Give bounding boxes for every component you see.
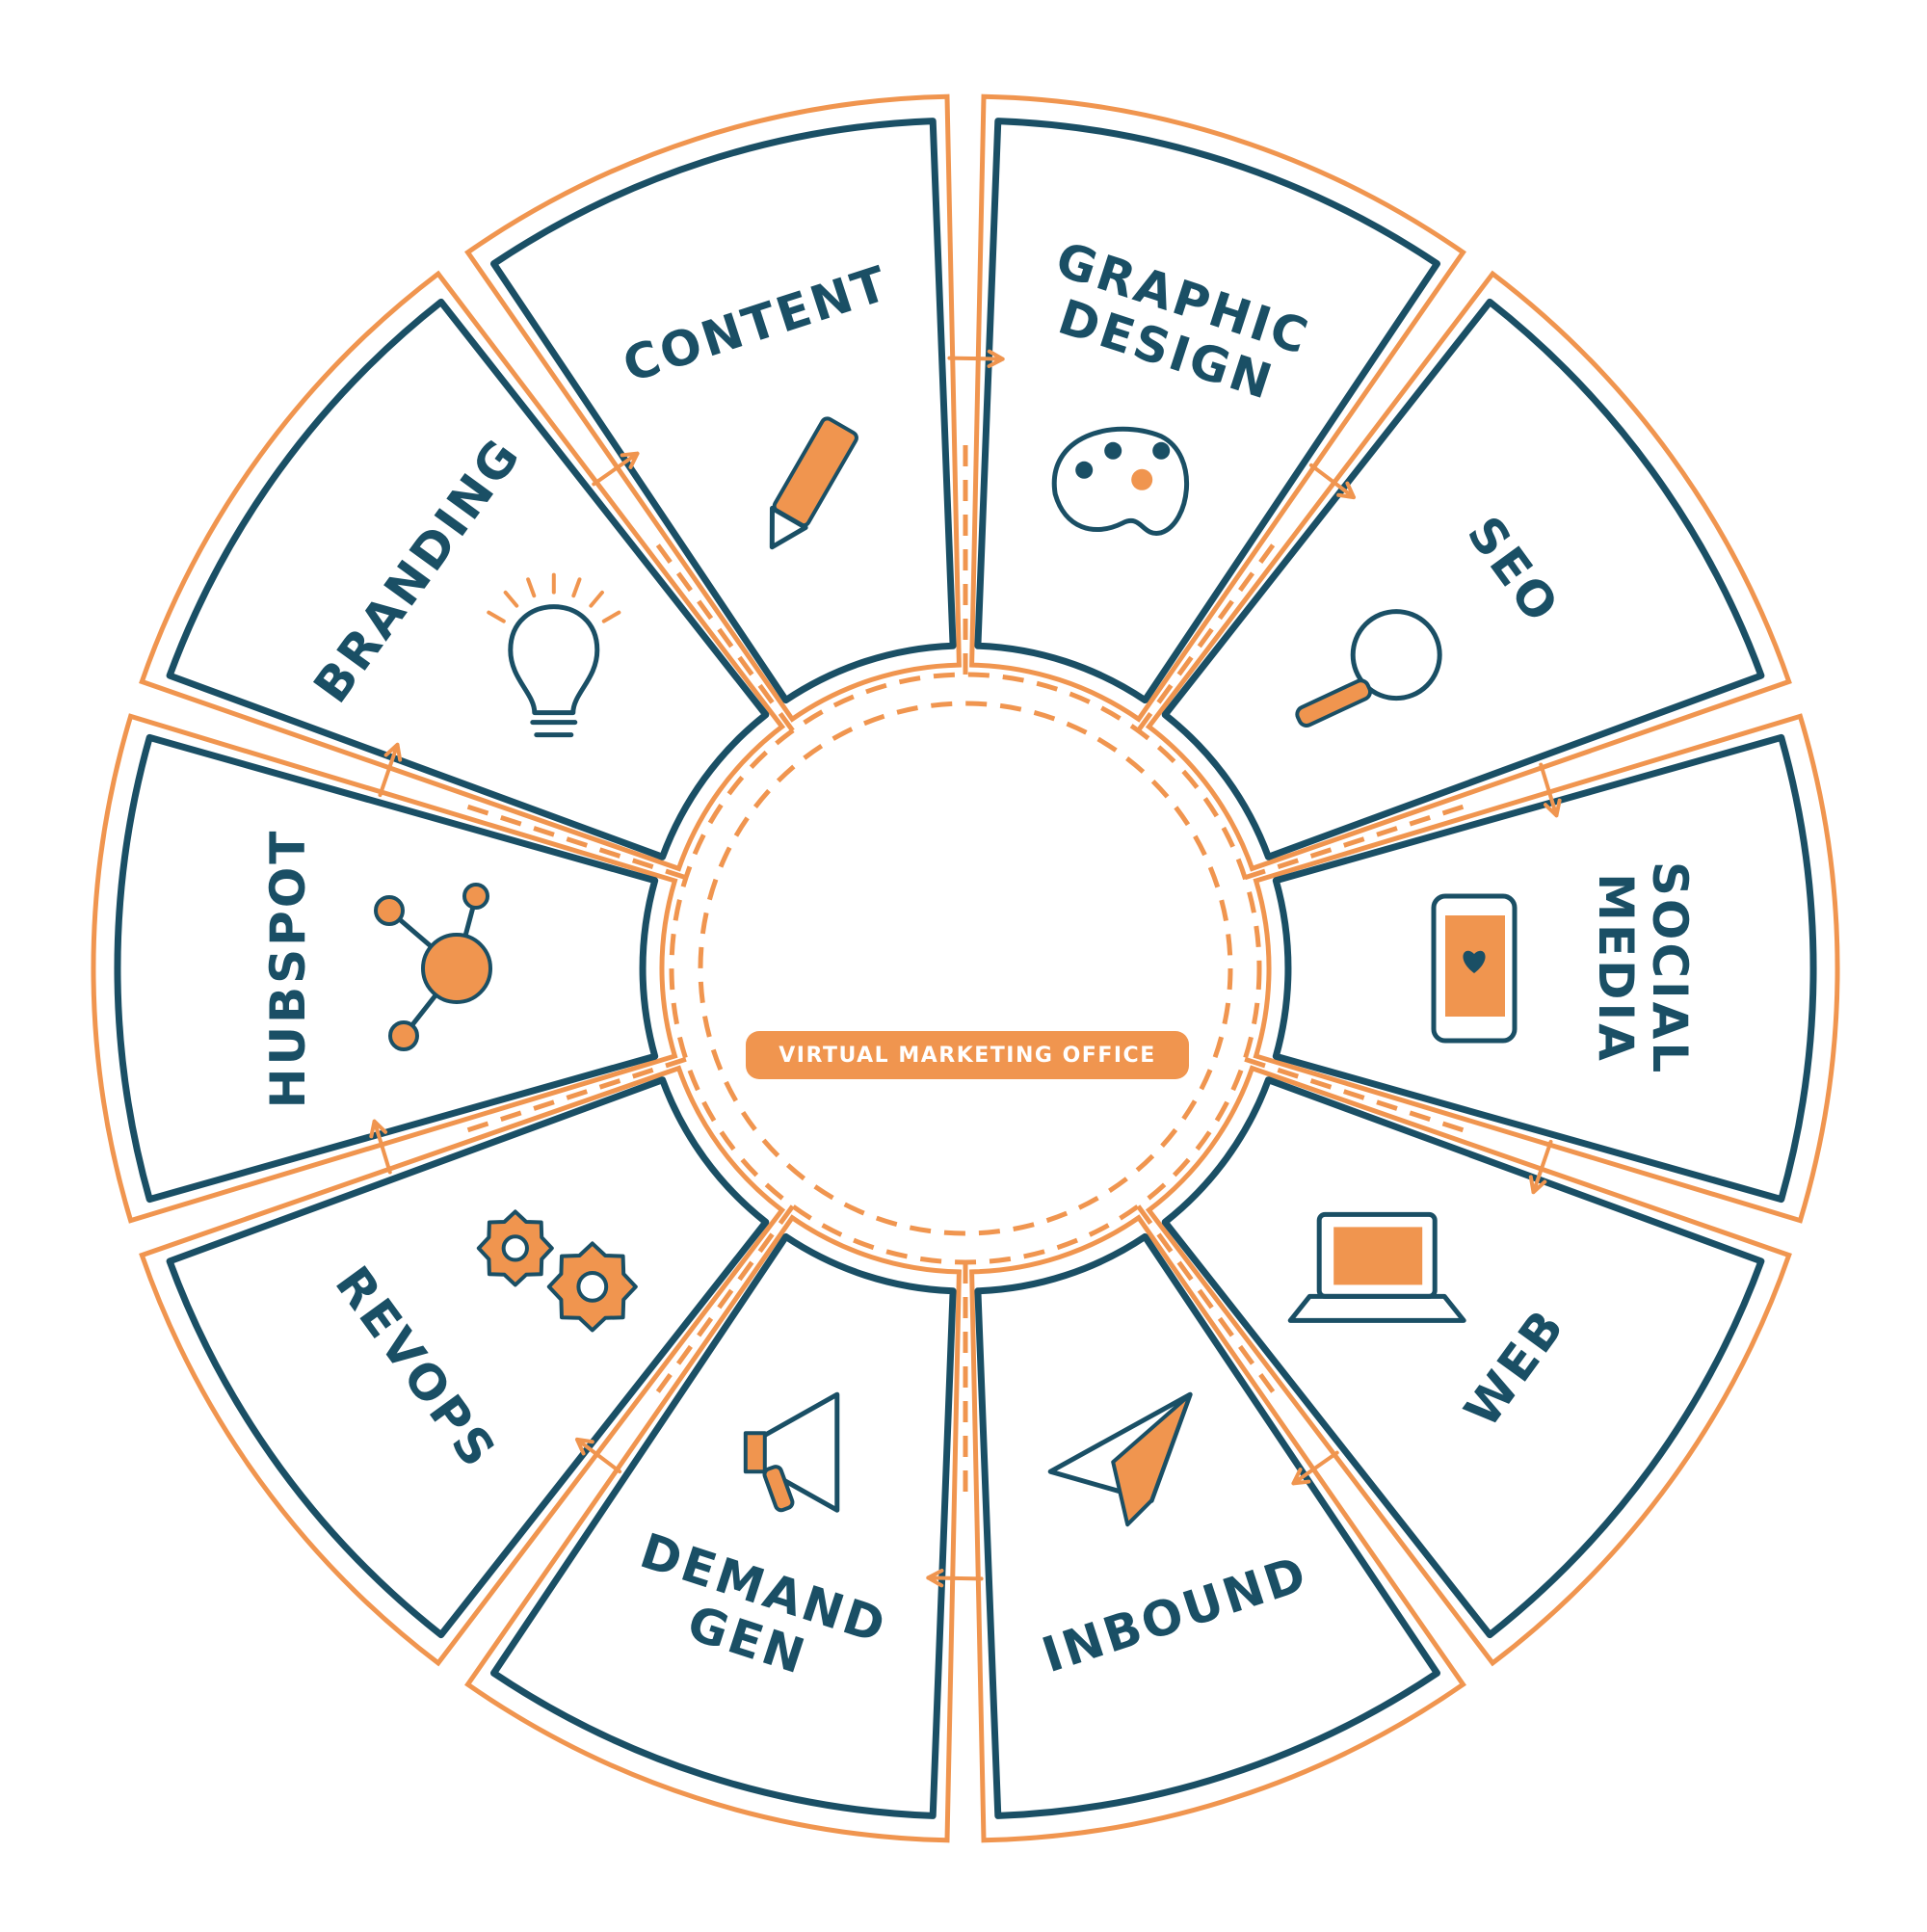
flow-arrow-inbound — [926, 1568, 984, 1588]
segment-outline-content — [464, 93, 962, 723]
flow-arrows — [369, 349, 1562, 1588]
segment-outline-inbound — [969, 1214, 1466, 1843]
ring-road-outer — [669, 672, 1262, 1265]
segment-panel-graphic-design — [974, 118, 1440, 704]
ring-road-inner — [698, 701, 1233, 1236]
hubspot-network-icon — [374, 883, 492, 1051]
flow-arrow-demand-gen — [574, 1437, 622, 1474]
spoke-road-social-media — [1244, 804, 1466, 881]
segment-icons — [374, 416, 1518, 1527]
spoke-road-hubspot — [464, 1056, 687, 1133]
segment-label-line: SOCIAL — [1642, 861, 1698, 1075]
segment-outline-hubspot — [91, 713, 678, 1224]
segment-panel-content — [490, 118, 957, 704]
spoke-road-inbound — [1136, 1204, 1277, 1395]
spoke-road-web — [1244, 1056, 1466, 1133]
center-badge-virtual-marketing-office: VIRTUAL MARKETING OFFICE — [746, 1031, 1189, 1079]
flow-arrow-seo — [1539, 762, 1562, 818]
segment-panel-demand-gen — [490, 1232, 957, 1819]
segment-label-hubspot: HUBSPOT — [260, 829, 316, 1109]
segment-outline-web — [1145, 1065, 1792, 1667]
palette-icon — [1051, 426, 1190, 536]
flow-arrow-web — [1291, 1450, 1339, 1486]
flow-arrow-branding — [592, 451, 640, 487]
laptop-icon — [1287, 1211, 1466, 1323]
segment-label-line: MEDIA — [1588, 873, 1644, 1064]
lightbulb-icon — [487, 572, 621, 738]
segment-panel-revops — [166, 1076, 770, 1639]
segment-label-line: HUBSPOT — [260, 829, 316, 1109]
segment-outline-social-media — [1253, 713, 1840, 1224]
paper-plane-icon — [1047, 1391, 1193, 1527]
spoke-road-branding — [464, 804, 687, 881]
flow-arrow-content — [947, 349, 1005, 369]
flow-arrow-revops — [369, 1119, 392, 1175]
flow-arrow-social-media — [1528, 1139, 1553, 1195]
flow-arrow-graphic-design — [1308, 463, 1357, 500]
segment-outline-seo — [1145, 270, 1792, 872]
segment-panel-inbound — [974, 1232, 1440, 1819]
spoke-road-seo — [1136, 542, 1277, 732]
spoke-road-revops — [654, 1204, 795, 1395]
segment-outline-branding — [139, 270, 786, 872]
megaphone-icon — [743, 1391, 840, 1513]
dashed-roads — [464, 442, 1466, 1495]
segment-panel-web — [1161, 1076, 1765, 1639]
spoke-road-content — [654, 542, 795, 732]
segment-panel-branding — [166, 298, 770, 860]
segment-outline-graphic-design — [969, 93, 1466, 723]
wheel-segments — [91, 93, 1840, 1843]
magnifier-icon — [1295, 609, 1442, 728]
gears-icon — [476, 1209, 638, 1333]
segment-panel-hubspot — [114, 733, 659, 1204]
segment-outline-revops — [139, 1065, 786, 1667]
smartphone-icon — [1431, 893, 1518, 1044]
flow-arrow-hubspot — [378, 742, 403, 798]
pencil-icon — [769, 416, 858, 550]
segment-outline-demand-gen — [464, 1214, 962, 1843]
segment-panel-social-media — [1272, 733, 1817, 1204]
